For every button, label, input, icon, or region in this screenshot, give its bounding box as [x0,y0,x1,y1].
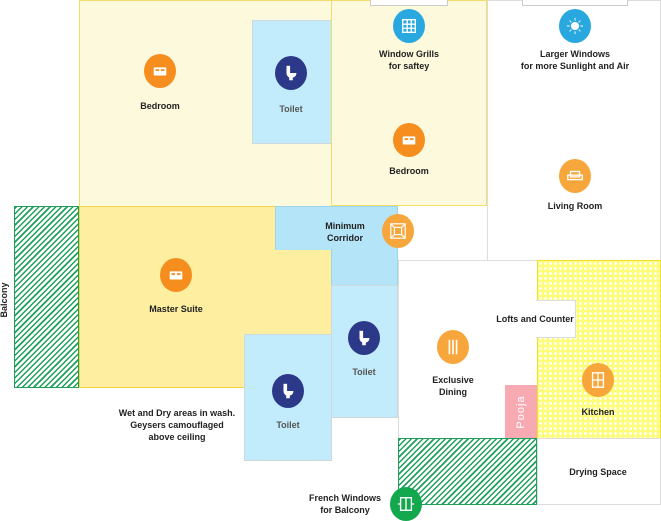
balcony-label: Balcony [0,282,9,318]
window-frame [370,0,448,6]
bed-icon [393,123,425,157]
toilet-icon [272,374,304,408]
toilet-3-label: Toilet [352,367,376,377]
living-room-area [487,0,661,261]
toilet-icon [348,321,380,355]
bedroom-1-label: Bedroom [140,101,180,111]
bed-icon [160,258,192,292]
window-frame [522,0,628,6]
wet-dry-note: Wet and Dry areas in wash. Geysers camou… [118,408,236,442]
sofa-icon [559,159,591,193]
kitchen-area [537,260,661,439]
toilet-2-label: Toilet [276,420,300,430]
toilet-icon [275,56,307,90]
pooja-label: Pooja [515,395,527,429]
drying-space-label: Drying Space [569,467,627,477]
lofts-notch [536,300,576,338]
bed-icon [144,54,176,88]
corridor-area-lower [331,249,398,286]
bedroom-2-label: Bedroom [389,166,429,176]
pooja-area [505,385,537,439]
toilet-1-label: Toilet [279,104,303,114]
corridor-icon [382,214,414,248]
corridor-area [275,206,398,250]
french-windows-label: French Windows for Balcony [309,493,381,515]
lofts-label: Lofts and Counter [496,314,574,324]
larger-windows-label: Larger Windows for more Sunlight and Air [520,49,630,71]
living-room-label: Living Room [547,201,603,211]
corridor-label: Minimum Corridor [325,221,365,243]
kitchen-label: Kitchen [581,407,615,417]
window-grill-icon [393,9,425,43]
dining-label: Exclusive Dining [432,375,474,397]
drying-space-area [537,438,661,505]
cutlery-icon [437,330,469,364]
sun-icon [559,9,591,43]
kitchen-icon [582,363,614,397]
master-suite-label: Master Suite [149,304,203,314]
french-window-icon [390,487,422,521]
window-grills-label: Window Grills for saftey [379,49,439,71]
balcony-area [14,206,79,388]
balcony-2-area [398,438,537,505]
